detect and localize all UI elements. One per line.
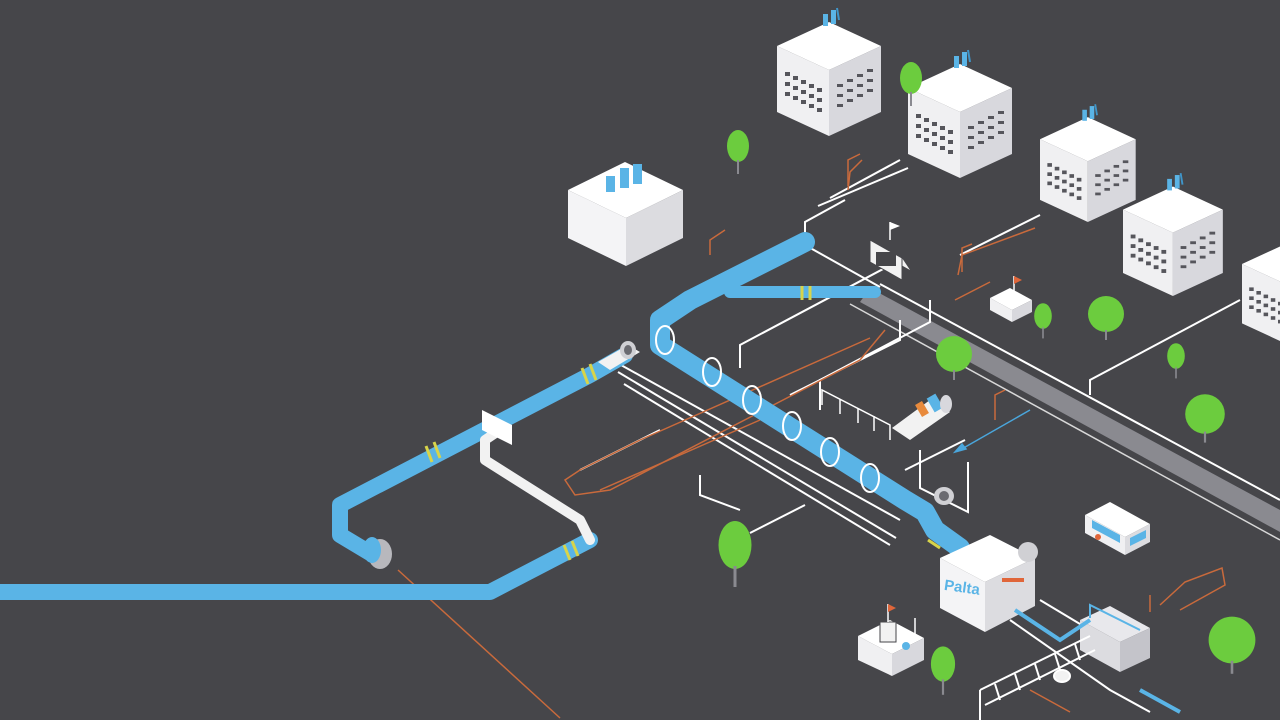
crane-truss (979, 635, 1096, 720)
street-lamps (847, 153, 1151, 612)
water-tank-building (568, 162, 683, 266)
service-truck (1085, 502, 1150, 555)
white-pipe (480, 410, 595, 545)
building-5 (1241, 228, 1280, 346)
pipe-to-tanker (1013, 608, 1181, 714)
valve-nozzle (598, 341, 640, 370)
tree-9 (1184, 393, 1226, 444)
tree-7 (1087, 295, 1125, 341)
pipe-couplings (424, 286, 941, 561)
tree-10 (1207, 615, 1257, 676)
tree-8 (935, 335, 973, 381)
building-3 (1039, 103, 1137, 223)
pump-unit (934, 487, 954, 505)
building-2 (907, 49, 1013, 179)
tree-2 (726, 129, 750, 175)
utility-kiosk (990, 276, 1032, 322)
pumping-station: Palta (940, 535, 1038, 632)
tanker-unit (1080, 603, 1150, 672)
orange-routes (397, 159, 1226, 719)
tree-5 (717, 519, 753, 589)
treatment-unit (858, 604, 924, 676)
building-4 (1122, 172, 1224, 297)
barrier-fence (821, 388, 891, 440)
station-sign: Palta (943, 577, 982, 599)
tree-6 (929, 645, 957, 696)
pipe-flanges (655, 325, 880, 493)
tank-capsule (892, 393, 952, 440)
tree-3 (1033, 302, 1053, 340)
blue-routes (952, 409, 1031, 454)
control-box (869, 222, 910, 281)
main-pipeline (0, 232, 970, 600)
tree-4 (1166, 342, 1186, 380)
building-1 (776, 7, 882, 137)
pipe-end-cap (363, 537, 392, 569)
